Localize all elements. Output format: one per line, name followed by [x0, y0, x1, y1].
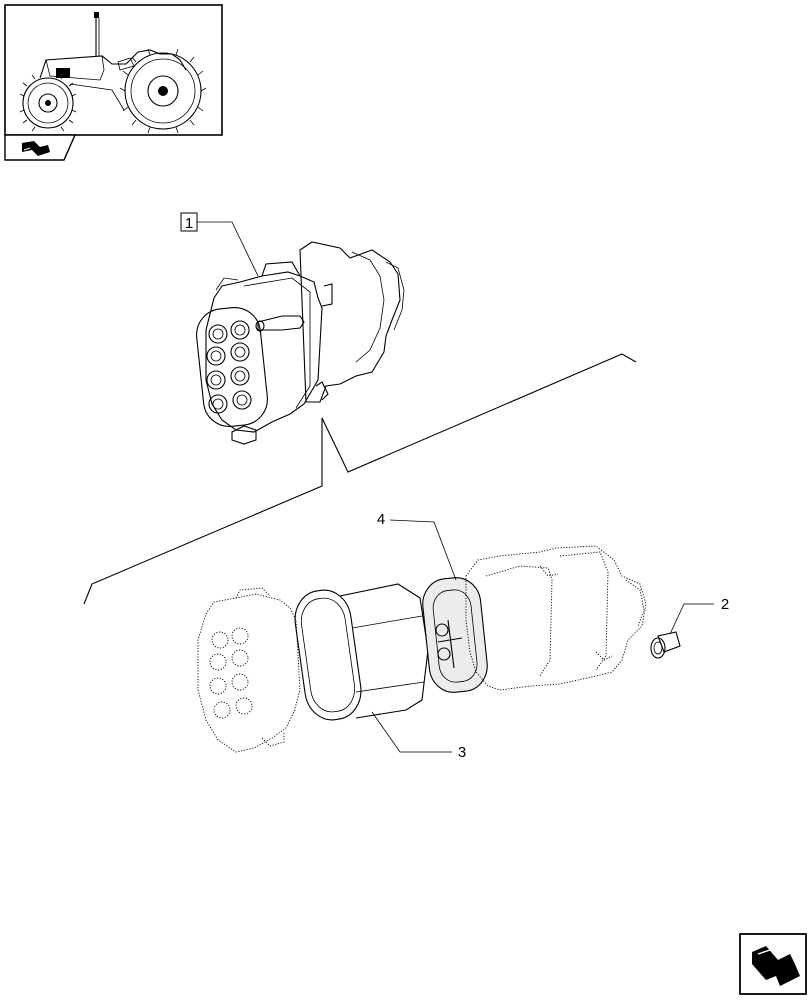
- svg-text:2: 2: [721, 596, 729, 613]
- svg-text:4: 4: [377, 511, 385, 528]
- gasket: [422, 577, 488, 693]
- next-page-button[interactable]: [739, 933, 807, 995]
- callout-2: 2: [669, 596, 729, 635]
- plug: [650, 631, 681, 659]
- callout-1: 1: [180, 212, 259, 277]
- connector-assembly: [196, 241, 405, 445]
- tractor-thumbnail: [4, 4, 223, 161]
- svg-text:3: 3: [458, 744, 466, 761]
- callout-4: 4: [377, 511, 457, 581]
- connector-housing: [465, 545, 647, 691]
- next-page-arrow-icon: [752, 946, 800, 986]
- seal-ring: [294, 583, 429, 721]
- callout-3: 3: [371, 711, 466, 761]
- connector-insert: [197, 587, 301, 753]
- tractor-thumbnail-icon: [19, 12, 207, 134]
- page-arrow-icon: [22, 141, 50, 156]
- svg-text:1: 1: [185, 215, 193, 232]
- explode-break-line: [83, 353, 637, 605]
